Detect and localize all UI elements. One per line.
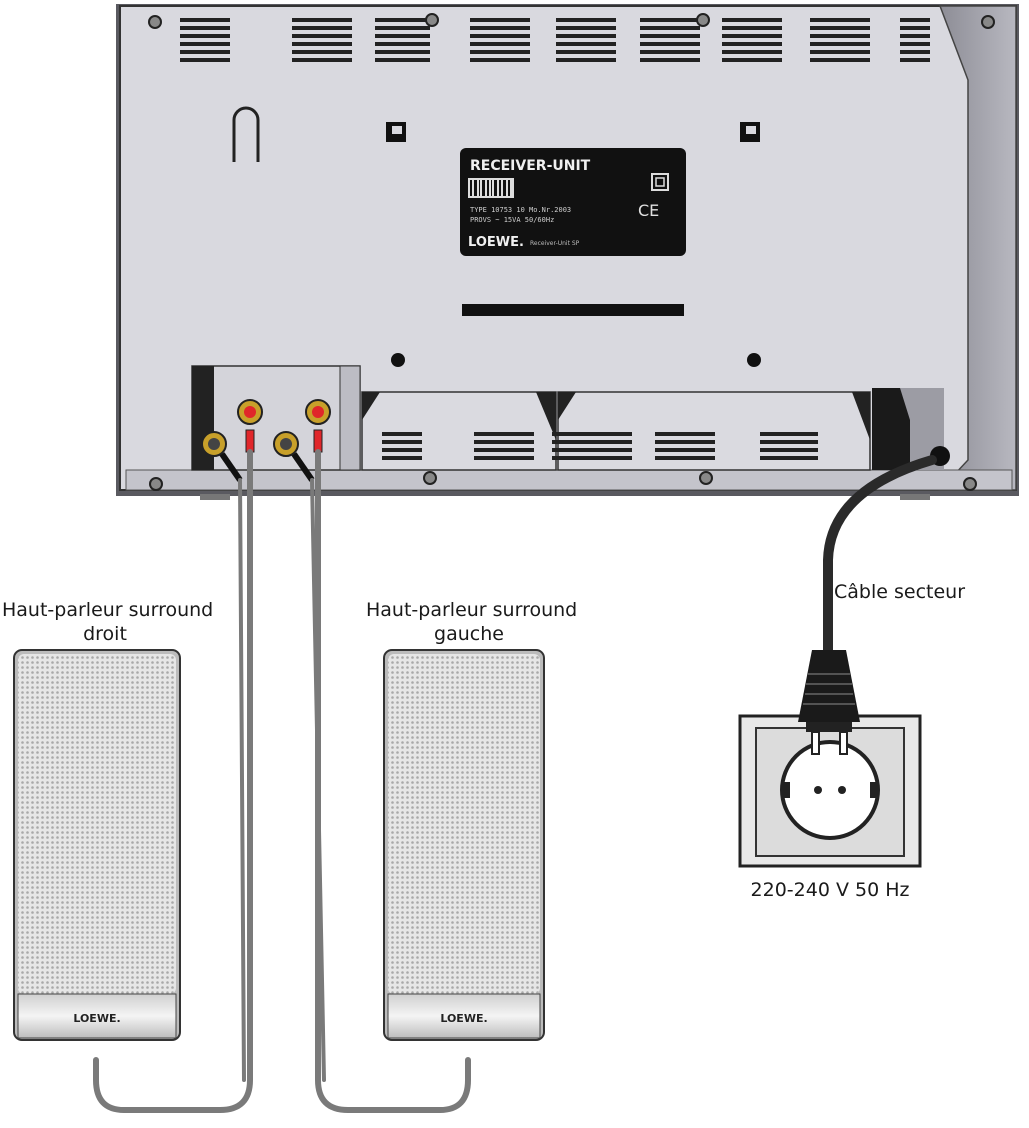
bottom-vents [382, 432, 818, 460]
power-cable [823, 446, 950, 655]
speaker-cables [93, 449, 471, 1113]
mounting-clips [386, 122, 760, 142]
type-label-plate [460, 148, 686, 256]
cable-right-speaker [93, 449, 253, 1113]
voltage-caption: 220-240 V 50 Hz [750, 879, 910, 901]
top-vents [180, 18, 930, 62]
power-plug [798, 650, 860, 755]
speaker-left-caption-line1: Haut-parleur surround [366, 599, 578, 621]
label-ce-mark: CE [638, 201, 659, 220]
power-cable-caption: Câble secteur [834, 581, 966, 603]
receiver-unit: RECEIVER-UNIT TYPE 10753 10 Mo.Nr.2003 P… [116, 4, 1019, 500]
cable-left-speaker [315, 449, 471, 1113]
speaker-left-caption: Haut-parleur surround gauche [366, 598, 578, 646]
speaker-left-brand: LOEWE. [440, 1012, 487, 1025]
label-brand: LOEWE. [468, 235, 524, 250]
keyhole-hanger-icon [232, 106, 260, 162]
mount-hole-right [747, 353, 761, 367]
speaker-terminals [201, 399, 331, 482]
mount-hole-left [391, 353, 405, 367]
label-title: RECEIVER-UNIT [470, 158, 591, 174]
wall-socket [738, 714, 922, 868]
screws [148, 13, 995, 491]
speaker-right-caption-line1: Haut-parleur surround [2, 599, 214, 621]
receiver-slot [462, 304, 684, 316]
label-line1: TYPE 10753 10 Mo.Nr.2003 [470, 206, 571, 214]
speaker-right-caption: Haut-parleur surround droit [2, 598, 214, 646]
speaker-right: LOEWE. [13, 649, 181, 1041]
label-small: Receiver-Unit SP [530, 240, 580, 247]
speaker-left-caption-line2: gauche [434, 623, 504, 645]
speaker-left: LOEWE. [383, 649, 545, 1041]
speaker-right-caption-line2: droit [83, 623, 127, 645]
speaker-right-brand: LOEWE. [73, 1012, 120, 1025]
label-line2: PROVS ~ 15VA 50/60Hz [470, 216, 554, 224]
